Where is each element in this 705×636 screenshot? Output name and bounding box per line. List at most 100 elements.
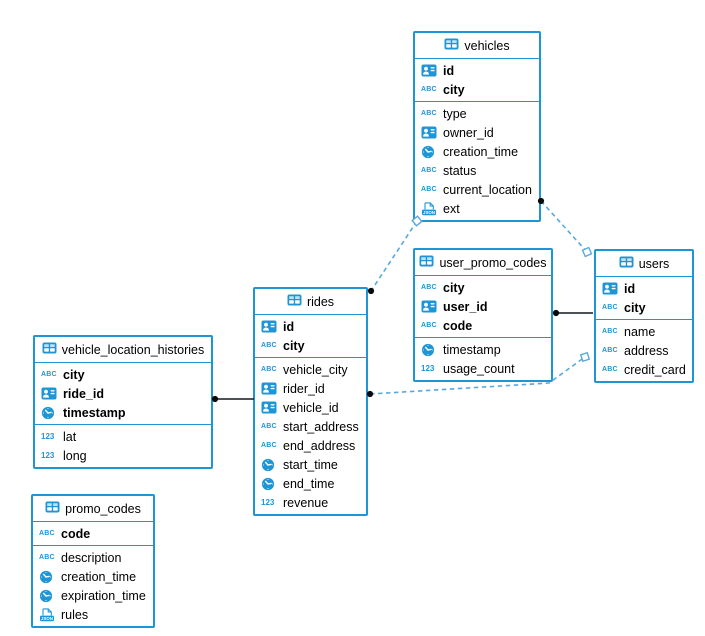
column-name: start_address [283,419,359,434]
table-header[interactable]: users [596,251,692,277]
timestamp-type-icon [421,343,439,357]
column-name: timestamp [443,342,501,357]
column-name: code [61,526,91,541]
table-icon [45,501,60,516]
column-name: address [624,343,669,358]
table-header[interactable]: user_promo_codes [415,250,551,276]
column-row: ABC city [255,336,366,355]
text-type-icon: ABC [421,284,437,291]
column-name: ride_id [63,386,104,401]
table-icon [444,38,459,53]
column-row: creation_time [33,567,153,586]
column-name: id [624,281,636,296]
text-type-icon: ABC [261,342,277,349]
table-icon [419,255,434,270]
column-name: city [283,338,305,353]
timestamp-type-icon [41,406,59,420]
column-name: status [443,163,477,178]
text-type-icon: ABC [602,347,618,354]
column-name: vehicle_city [283,362,348,377]
relationship-line-vehicles-rides [370,220,418,292]
column-name: owner_id [443,125,494,140]
text-type-icon: ABC [421,322,437,329]
column-name: start_time [283,457,338,472]
column-row: timestamp [415,340,551,359]
table-header[interactable]: vehicles [415,33,539,59]
column-name: city [63,367,85,382]
column-name: ext [443,201,460,216]
timestamp-type-icon [261,458,279,472]
column-name: end_address [283,438,356,453]
text-type-icon: ABC [602,366,618,373]
table-header[interactable]: rides [255,289,366,315]
table-title: vehicle_location_histories [61,342,205,357]
column-name: user_id [443,299,488,314]
table-icon [619,256,634,271]
text-type-icon: ABC [421,110,437,117]
column-name: usage_count [443,361,515,376]
columns-section: timestamp 123 usage_count [415,337,551,380]
id-type-icon [261,320,279,333]
text-type-icon: ABC [261,366,277,373]
relationship-line-vehicles-users [540,200,588,253]
column-row: user_id [415,297,551,316]
id-type-icon [421,126,439,139]
column-row: ABC address [596,341,692,360]
timestamp-type-icon [39,589,57,603]
column-name: credit_card [624,362,686,377]
table-title: user_promo_codes [439,255,547,270]
column-row: rider_id [255,379,366,398]
table-header[interactable]: promo_codes [33,496,153,522]
column-name: long [63,448,87,463]
text-type-icon: ABC [39,554,55,561]
column-name: city [443,82,465,97]
id-type-icon [421,64,439,77]
column-row: ride_id [35,384,211,403]
text-type-icon: ABC [602,328,618,335]
table-title: users [638,256,670,271]
column-name: creation_time [443,144,519,159]
table-icon [287,294,302,309]
column-name: current_location [443,182,532,197]
table-icon [42,342,57,357]
column-name: id [283,319,295,334]
id-type-icon [421,300,439,313]
table-header[interactable]: vehicle_location_histories [35,337,211,363]
table-title: rides [306,294,335,309]
column-row: end_time [255,474,366,493]
column-name: rules [61,607,89,622]
column-name: lat [63,429,77,444]
relationship-diamond-end [579,351,591,363]
column-row: id [255,317,366,336]
number-type-icon: 123 [421,363,435,373]
column-row: id [596,279,692,298]
column-row: expiration_time [33,586,153,605]
column-name: end_time [283,476,335,491]
id-type-icon [41,387,59,400]
json-type-icon: JSON [421,201,439,216]
column-name: vehicle_id [283,400,339,415]
